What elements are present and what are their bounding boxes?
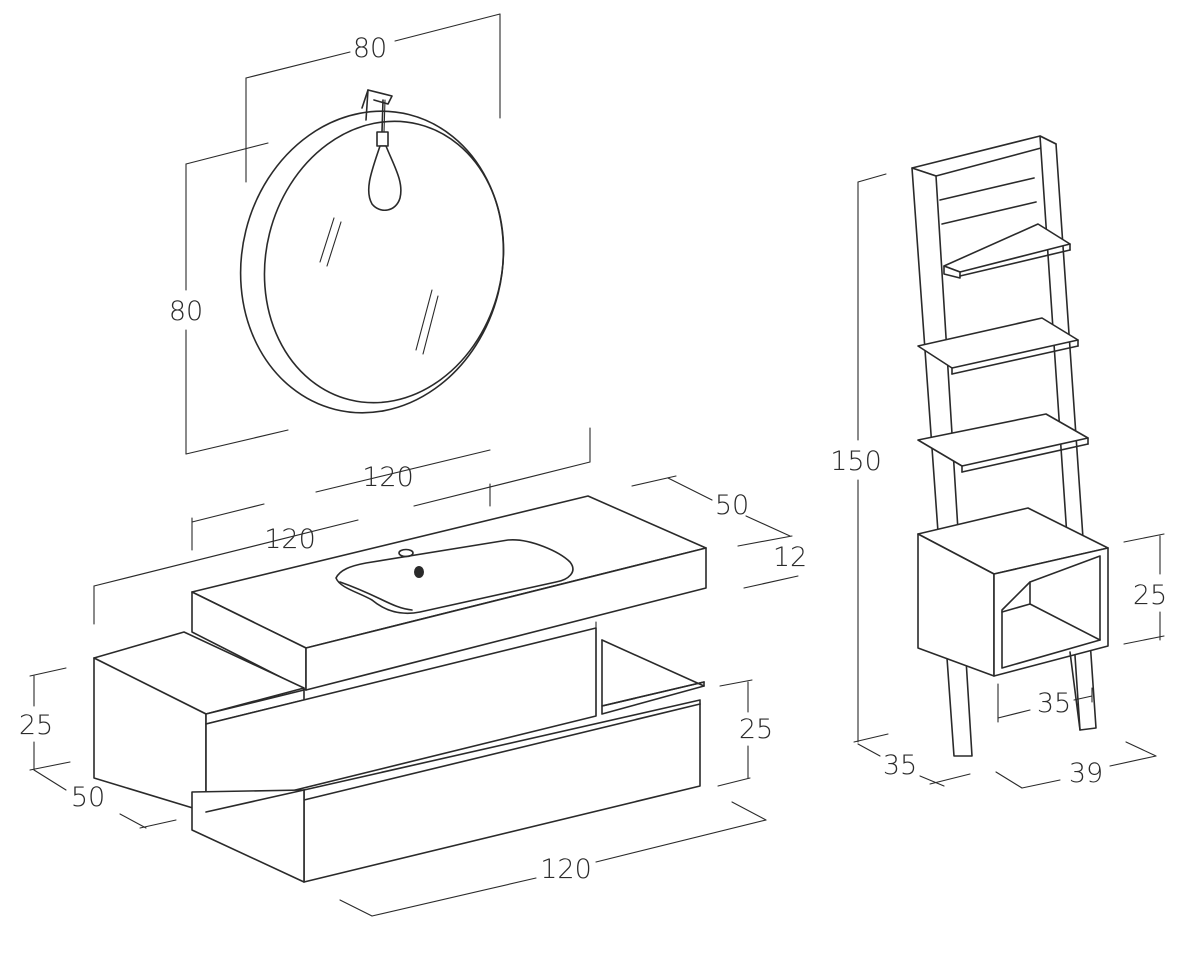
vanity-unit: [29, 427, 799, 917]
box-height-label: 25: [1133, 580, 1167, 611]
left-unit-depth-label: 50: [71, 782, 105, 813]
ladder-shelf: [853, 135, 1165, 789]
top-thickness-label: 12: [773, 542, 807, 573]
vanity-depth-label: 50: [715, 490, 749, 521]
base-depth-label: 35: [883, 750, 917, 781]
mirror-height-label: 80: [169, 296, 203, 327]
box-width-label: 35: [1037, 688, 1071, 719]
left-unit-height-label: 25: [19, 710, 53, 741]
round-mirror: [185, 13, 505, 455]
ladder-height-label: 150: [830, 446, 882, 477]
base-width-label: 39: [1069, 758, 1103, 789]
mirror-width-label: 80: [353, 33, 387, 64]
vanity-top-width-label: 120: [362, 462, 414, 493]
bottom-width-label: 120: [540, 854, 592, 885]
basin-width-label: 120: [264, 524, 316, 555]
drawer-height-label: 25: [739, 714, 773, 745]
